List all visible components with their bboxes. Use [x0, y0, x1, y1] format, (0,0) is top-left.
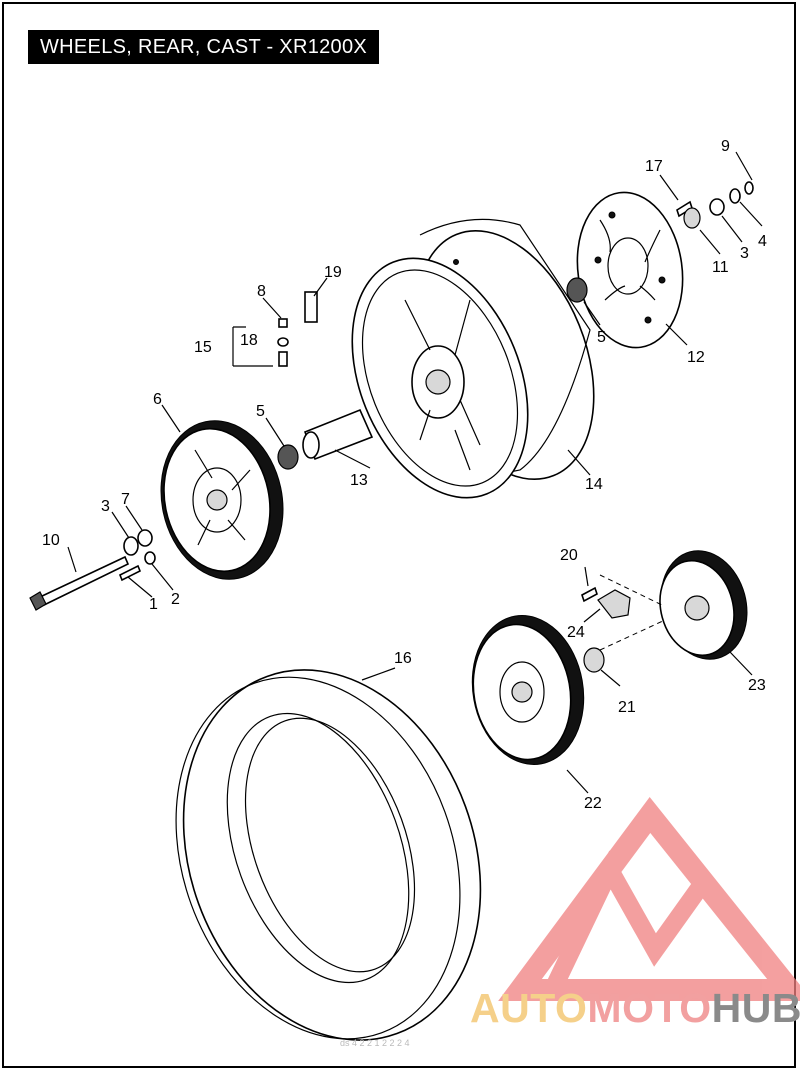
bracket-24	[597, 589, 631, 619]
bearing-5-left	[277, 444, 299, 470]
bolt-20	[581, 586, 598, 603]
leader-lines	[67, 151, 763, 794]
valve-nut-18	[277, 337, 289, 347]
nut-4	[729, 188, 741, 204]
callout-14: 14	[585, 476, 603, 493]
callout-labels: 1 2 3 3 4 5 5 6 7 8 9 10 11 12 13 14 15 …	[42, 138, 767, 812]
callout-6: 6	[153, 391, 162, 408]
clip-9	[744, 181, 754, 195]
assembly-guide-lines	[599, 574, 666, 651]
callout-10: 10	[42, 532, 60, 549]
watermark-part1: AUTO	[470, 985, 588, 1031]
footer-code: ds 4 2 2 1 2 2 2 4	[340, 1038, 410, 1048]
callout-7: 7	[121, 491, 130, 508]
callout-22: 22	[584, 795, 602, 812]
callout-1: 1	[149, 596, 158, 613]
pulley-22	[471, 615, 585, 765]
weight-19	[304, 291, 318, 323]
callout-21: 21	[618, 699, 636, 716]
valve-stem-15	[278, 351, 288, 367]
washer-3-left	[123, 536, 139, 556]
valve-cap-8	[278, 318, 288, 328]
callout-19: 19	[324, 264, 342, 281]
callout-18: 18	[240, 332, 258, 349]
brake-rotor-12	[576, 191, 684, 349]
washer-2	[144, 551, 156, 565]
sprocket-6	[160, 420, 284, 580]
spacer-sleeve-13	[302, 408, 374, 461]
spacer-7	[137, 529, 153, 547]
spacer-11	[683, 207, 701, 229]
callout-15: 15	[194, 339, 212, 356]
compensator-23	[659, 550, 748, 660]
callout-11: 11	[712, 259, 729, 276]
callout-23: 23	[748, 677, 766, 694]
callout-17: 17	[645, 158, 663, 175]
watermark-text: AUTOMOTOHUB	[470, 985, 800, 1032]
axle-10	[29, 555, 130, 611]
callout-12: 12	[687, 349, 705, 366]
callout-5-right: 5	[597, 329, 606, 346]
bracket-15	[232, 326, 273, 367]
callout-8: 8	[257, 283, 266, 300]
callout-5-left: 5	[256, 403, 265, 420]
callout-13: 13	[350, 472, 368, 489]
diagram-title: WHEELS, REAR, CAST - XR1200X	[28, 30, 380, 64]
automotohub-logo-icon	[498, 796, 800, 1001]
callout-24: 24	[567, 624, 585, 641]
wheel-14	[351, 218, 595, 499]
spacer-21	[583, 647, 605, 673]
tire-16	[175, 669, 482, 1041]
callout-16: 16	[394, 650, 412, 667]
callout-4: 4	[758, 233, 767, 250]
watermark-part3: HUB	[711, 985, 800, 1031]
callout-3-right: 3	[740, 245, 749, 262]
callout-3-left: 3	[101, 498, 110, 515]
washer-3-right	[709, 198, 725, 216]
callout-2: 2	[171, 591, 180, 608]
watermark-part2: MOTO	[587, 985, 712, 1031]
callout-20: 20	[560, 547, 578, 564]
callout-9: 9	[721, 138, 730, 155]
bolt-1	[118, 564, 142, 582]
bearing-5-right	[566, 277, 588, 303]
